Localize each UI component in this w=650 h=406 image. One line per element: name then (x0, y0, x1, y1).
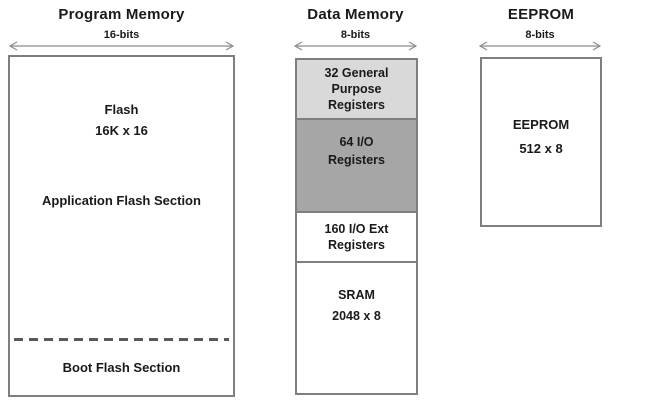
block-label-line: 2048 x 8 (332, 309, 381, 323)
data-memory-box: 32 General Purpose Registers 64 I/O Regi… (295, 58, 418, 395)
boot-flash-section-label: Boot Flash Section (62, 360, 181, 375)
data-memory-bus-width-label: 8-bits (340, 29, 371, 41)
flash-label: Flash (104, 102, 139, 117)
eeprom-size-label: 512 x 8 (519, 141, 563, 156)
io-registers-block: 64 I/O Registers (295, 118, 418, 213)
application-flash-section-label: Application Flash Section (42, 193, 201, 208)
program-memory-title: Program Memory (58, 6, 185, 23)
block-label-line: 32 General (324, 66, 389, 80)
boot-section-dashed-divider (14, 338, 229, 341)
io-ext-registers-block: 160 I/O Ext Registers (295, 211, 418, 263)
flash-size-label: 16K x 16 (95, 123, 148, 138)
program-memory-bus-width-label: 16-bits (103, 29, 140, 41)
eeprom-bus-width-label: 8-bits (525, 29, 555, 41)
data-memory-title: Data Memory (307, 6, 404, 23)
width-arrow-icon (8, 41, 235, 51)
width-arrow-icon (293, 41, 418, 51)
block-label-line: Registers (328, 238, 385, 252)
program-memory-box: Flash 16K x 16 Application Flash Section… (8, 55, 235, 397)
general-purpose-registers-block: 32 General Purpose Registers (295, 58, 418, 120)
sram-block: SRAM 2048 x 8 (295, 261, 418, 395)
block-label-line: Registers (328, 98, 385, 112)
block-label-line: SRAM (338, 288, 375, 302)
eeprom-title: EEPROM (507, 6, 575, 23)
block-label-line: Purpose (331, 82, 382, 96)
eeprom-label: EEPROM (512, 117, 570, 132)
width-arrow-icon (478, 41, 602, 51)
block-label-line: 64 I/O (339, 135, 374, 149)
block-label-line: Registers (328, 153, 385, 167)
eeprom-box: EEPROM 512 x 8 (480, 57, 602, 227)
block-label-line: 160 I/O Ext (324, 222, 389, 236)
